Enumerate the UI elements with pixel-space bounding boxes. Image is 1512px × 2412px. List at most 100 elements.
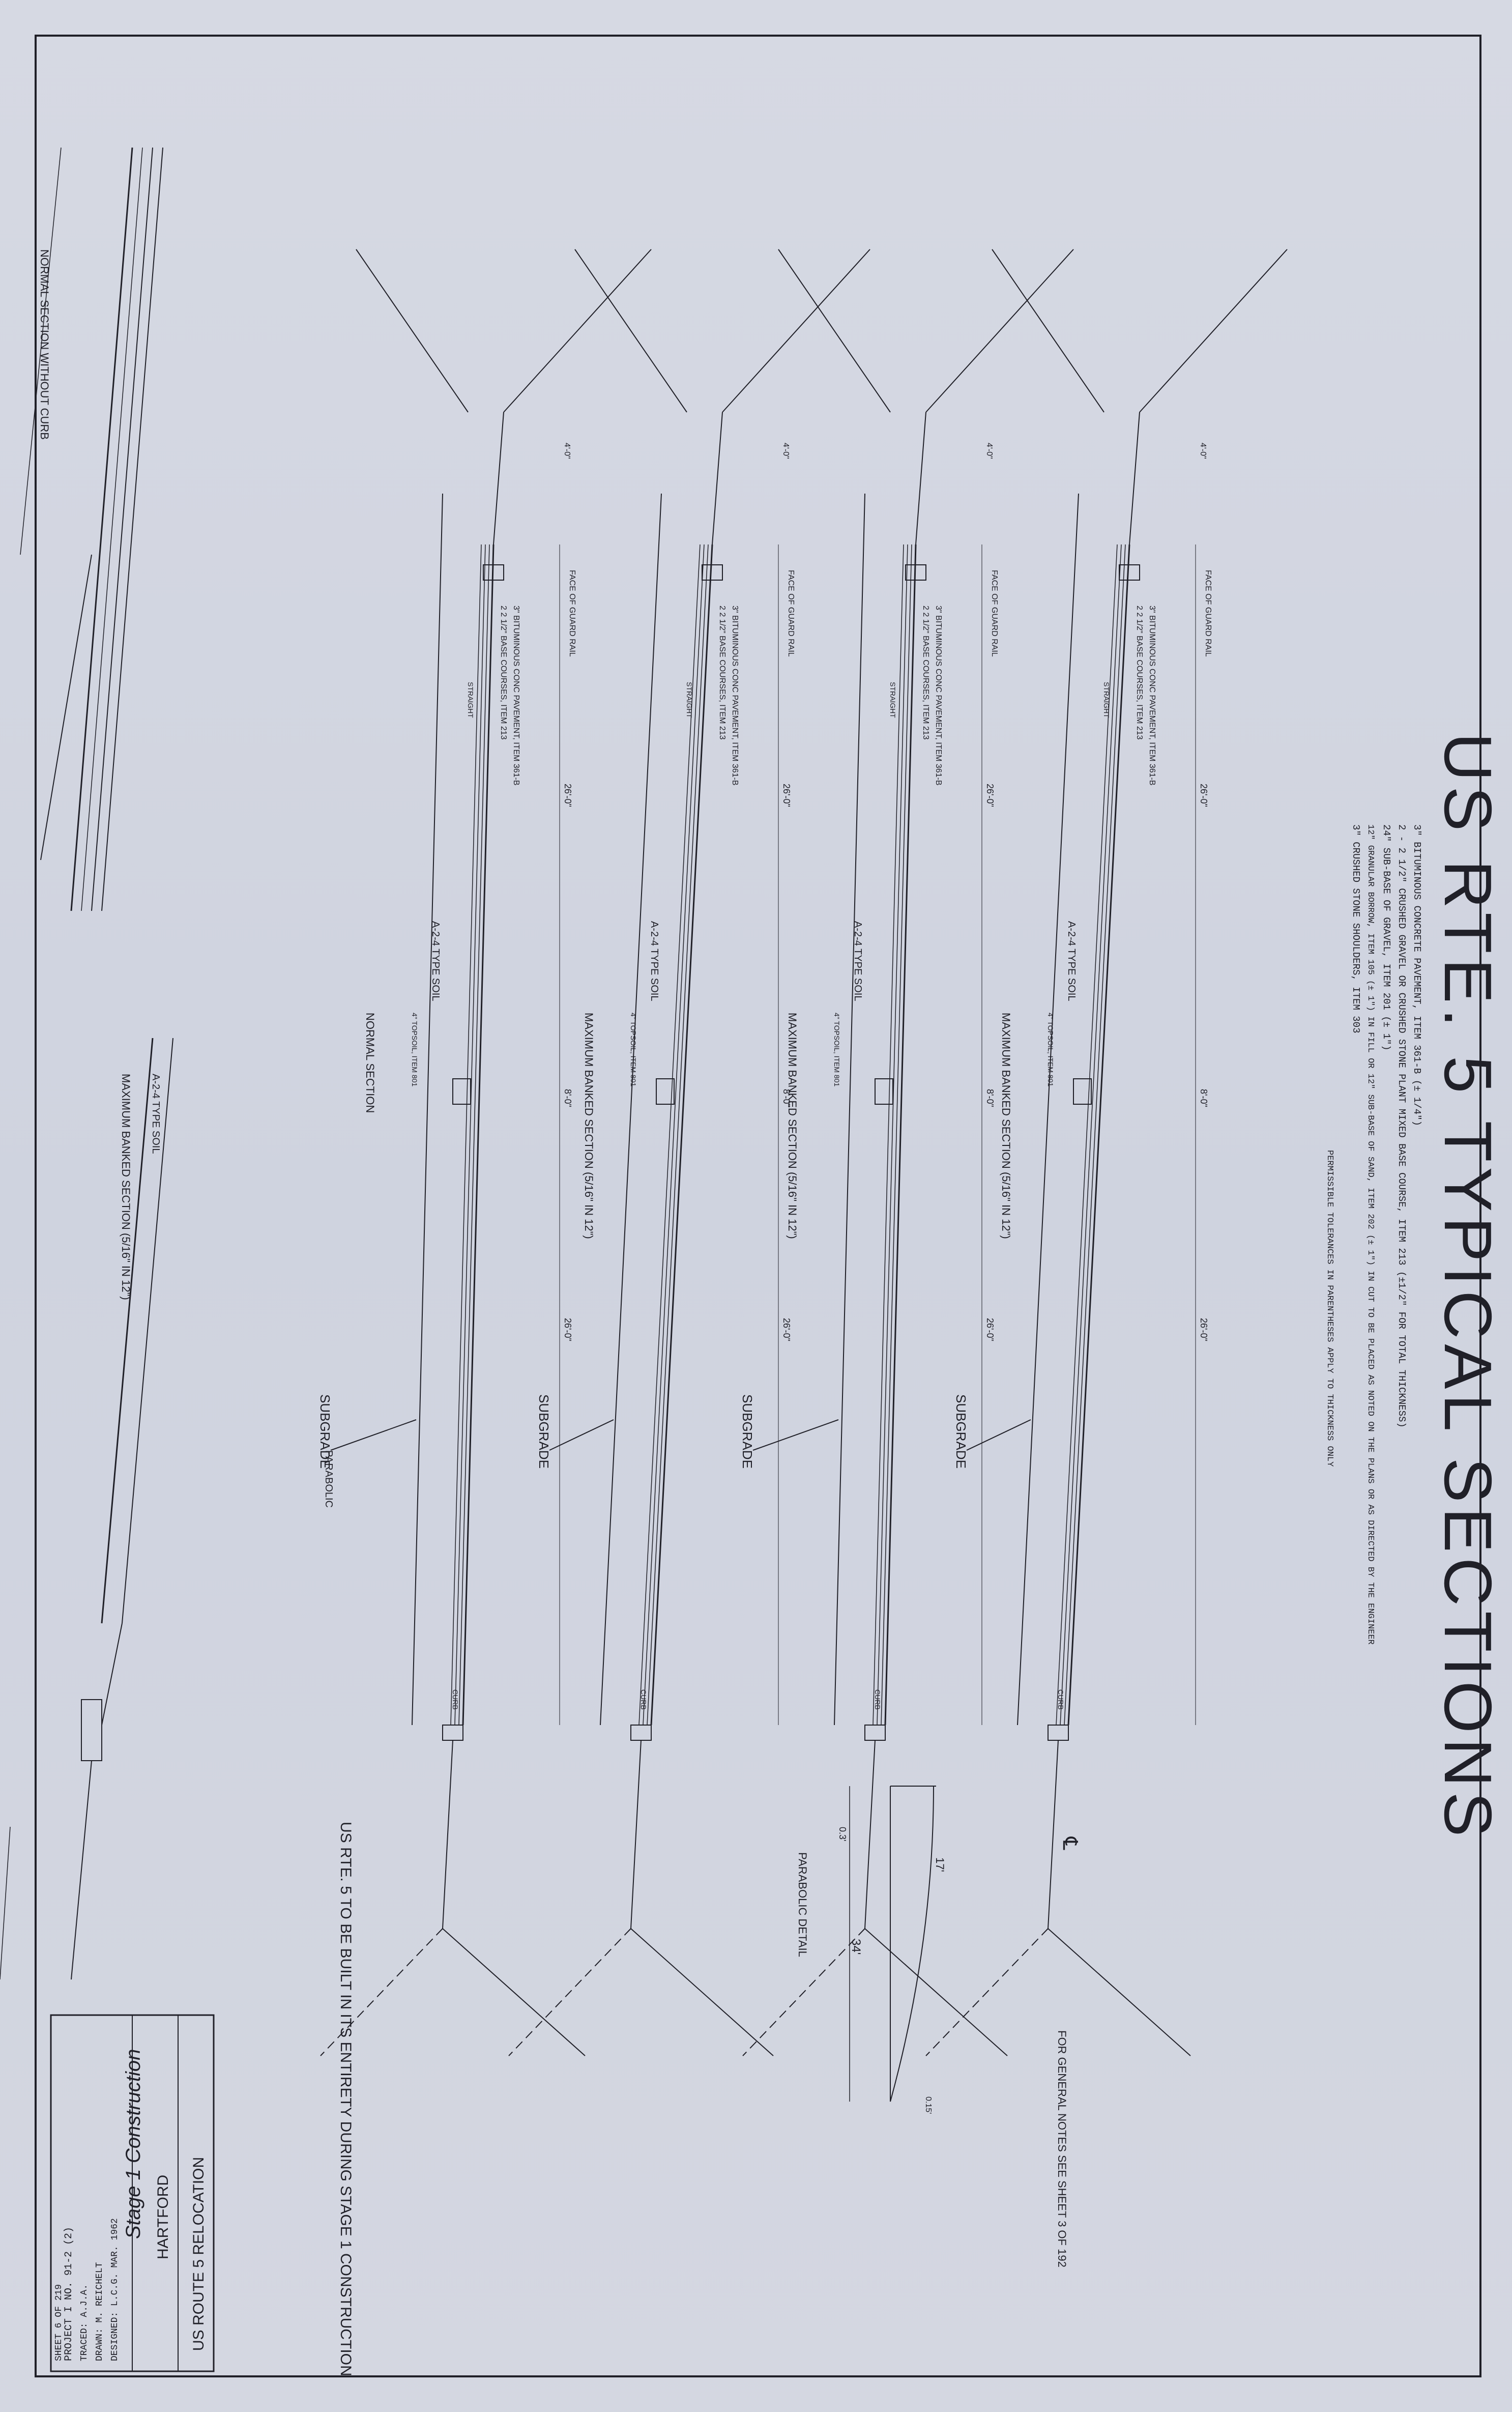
subgrade-label: SUBGRADE <box>953 1394 969 1469</box>
shoulder-right <box>442 1740 453 1929</box>
curb-right <box>1048 1725 1069 1741</box>
label-section-5: MAXIMUM BANKED SECTION (5/16" IN 12") <box>120 1074 132 1300</box>
shoulder-left <box>915 412 926 545</box>
cut-slope-left <box>1139 249 1288 413</box>
shoulder-right <box>1048 1740 1059 1929</box>
curb-label: CURB <box>639 1689 648 1710</box>
fill-slope-right <box>742 1928 865 2056</box>
shoulder-left <box>712 412 723 545</box>
guard-rail-label: FACE OF GUARD RAIL <box>787 570 795 657</box>
subgrade-label: SUBGRADE <box>536 1394 551 1469</box>
general-notes-ref: FOR GENERAL NOTES SEE SHEET 3 OF 192 <box>1056 2030 1068 2267</box>
shoulder-left <box>493 412 504 545</box>
pavement-layer <box>450 544 482 1726</box>
pavement-layer <box>462 544 495 1726</box>
curb-right <box>630 1725 652 1741</box>
dim-26: 26'-0" <box>563 1318 573 1341</box>
subbase-line <box>600 493 662 1726</box>
pavement-note: 3" BITUMINOUS CONC PAVEMENT, ITEM 361-B <box>1148 606 1156 786</box>
pavement-layer <box>884 544 917 1726</box>
topsoil-label: 4" TOPSOIL, ITEM 801 <box>833 1013 841 1087</box>
shoulder-right <box>630 1740 642 1929</box>
pavement-layer <box>881 544 912 1726</box>
guard-rail-label: FACE OF GUARD RAIL <box>568 570 576 657</box>
parabolic-label: PARABOLIC <box>323 1450 334 1508</box>
detail-dim-rise: 0.3' <box>837 1827 848 1841</box>
curb-left <box>483 564 504 581</box>
cut-slope-right <box>864 1928 1008 2056</box>
note-4: 12" GRANULAR BORROW, ITEM 105 (± 1") IN … <box>1365 824 1375 1645</box>
dim-26: 26'-0" <box>781 784 792 807</box>
shoulder-right <box>864 1740 876 1929</box>
base-note: 2 2 1/2" BASE COURSES, ITEM 213 <box>1135 606 1144 740</box>
fill-slope-left <box>356 249 469 413</box>
pavement-layer <box>650 544 713 1726</box>
detail-dim-half: 17' <box>934 1857 946 1872</box>
pavement-layer <box>638 544 701 1726</box>
cut-slope-left <box>925 249 1074 413</box>
pavement-layer <box>458 544 490 1726</box>
curb-left <box>1119 564 1140 581</box>
note-5: 3" CRUSHED STONE SHOULDERS, ITEM 303 <box>1350 824 1361 1033</box>
dim-4: 4'-0" <box>781 443 790 459</box>
dim-26: 26'-0" <box>985 784 995 807</box>
subbase-line <box>834 493 865 1726</box>
pavement-layer <box>1056 544 1118 1726</box>
rotated-drawing-content: US RTE. 5 TYPICAL SECTIONS 3" BITUMINOUS… <box>0 147 1505 2376</box>
drawn-by: DRAWN: M. REICHELT <box>95 2262 105 2361</box>
topsoil-label: 4" TOPSOIL, ITEM 801 <box>411 1013 419 1087</box>
subgrade-label: SUBGRADE <box>317 1394 333 1469</box>
subgrade-leader <box>966 1419 1031 1451</box>
note-6: PERMISSIBLE TOLERANCES IN PARENTHESES AP… <box>1325 1150 1334 1467</box>
sheet-number: SHEET 6 OF 219 <box>54 2284 64 2361</box>
pavement-layer <box>643 544 705 1726</box>
cut-slope-right <box>630 1928 774 2056</box>
dim-26: 26'-0" <box>781 1318 792 1341</box>
curb-label: CURB <box>451 1689 459 1710</box>
base-note: 2 2 1/2" BASE COURSES, ITEM 213 <box>499 606 508 740</box>
soil-type-label: A-2-4 TYPE SOIL <box>1066 921 1077 1001</box>
dim-26: 26'-0" <box>563 784 573 807</box>
detail-dim-small: 0.15' <box>924 2097 933 2114</box>
fill-slope-right <box>508 1928 631 2056</box>
cut-slope-right <box>442 1928 586 2056</box>
topsoil-label: 4" TOPSOIL, ITEM 801 <box>629 1013 637 1087</box>
dim-26: 26'-0" <box>1199 784 1209 807</box>
cut-slope-right <box>1048 1928 1191 2056</box>
dim-8: 8'-0" <box>781 1089 792 1107</box>
subbase-line <box>1017 493 1079 1726</box>
typical-sections: MAXIMUM BANKED SECTION (5/16" IN 12") SUB… <box>317 249 1288 2056</box>
soil-type-label: A-2-4 TYPE SOIL <box>852 921 863 1001</box>
note-3: 24" SUB-BASE OF GRAVEL, ITEM 201 (± 1") <box>1381 824 1392 1051</box>
pavement-note: 3" BITUMINOUS CONC PAVEMENT, ITEM 361-B <box>731 606 739 786</box>
dim-4: 4'-0" <box>563 443 571 459</box>
city-name: HARTFORD <box>155 2175 171 2259</box>
curb-left <box>702 564 723 581</box>
soil-5: A-2-4 TYPE SOIL <box>150 1074 161 1154</box>
fill-slope-right <box>925 1928 1049 2056</box>
median-gutter <box>875 1078 893 1105</box>
centerline-symbol: ℄ <box>1059 1836 1081 1850</box>
cut-slope-left <box>722 249 870 413</box>
dim-4: 4'-0" <box>985 443 994 459</box>
general-notes: 3" BITUMINOUS CONCRETE PAVEMENT, ITEM 36… <box>1325 824 1422 1645</box>
median-gutter <box>452 1078 471 1105</box>
section-label: MAXIMUM BANKED SECTION (5/16" IN 12") <box>1000 1013 1012 1239</box>
parabolic-detail: 34' 17' 0.3' 0.15' PARABOLIC DETAIL <box>796 1786 946 2114</box>
subgrade-leader <box>330 1419 417 1451</box>
base-note: 2 2 1/2" BASE COURSES, ITEM 213 <box>718 606 726 740</box>
pavement-layer <box>454 544 486 1726</box>
soil-type-label: A-2-4 TYPE SOIL <box>649 921 660 1001</box>
fill-slope-right <box>320 1928 443 2056</box>
dim-26: 26'-0" <box>985 1318 995 1341</box>
curb-right <box>864 1725 886 1741</box>
section-label: MAXIMUM BANKED SECTION (5/16" IN 12") <box>786 1013 799 1239</box>
topsoil-label: 4" TOPSOIL, ITEM 801 <box>1046 1013 1055 1087</box>
dim-8: 8'-0" <box>985 1089 995 1107</box>
fill-slope-left <box>778 249 891 413</box>
section-label: MAXIMUM BANKED SECTION (5/16" IN 12") <box>583 1013 595 1239</box>
curb-left <box>905 564 926 581</box>
pavement-note: 3" BITUMINOUS CONC PAVEMENT, ITEM 361-B <box>512 606 520 786</box>
designed-by: DESIGNED: L.C.G. MAR. 1962 <box>110 2218 120 2361</box>
